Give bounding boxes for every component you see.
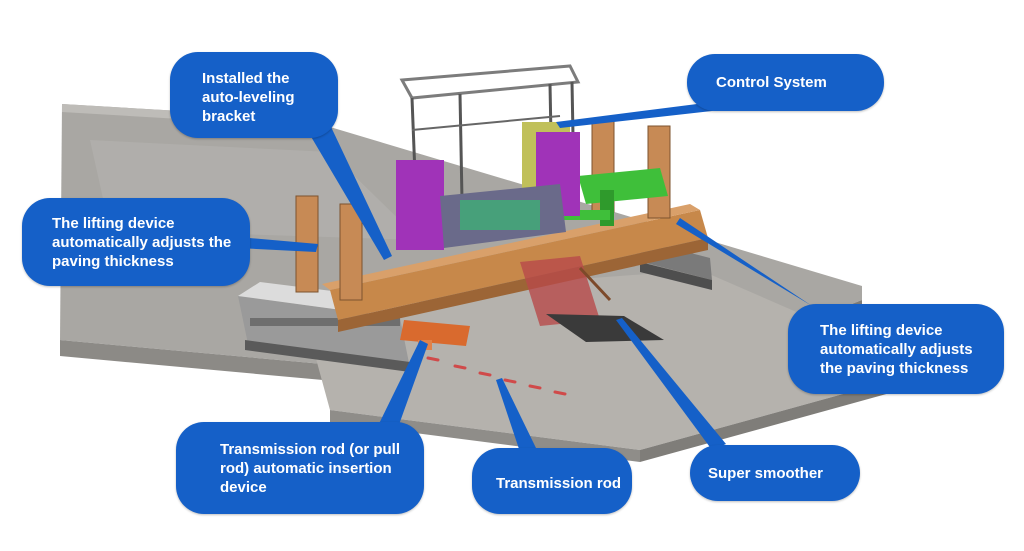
callout-lifting-device-left: The lifting device automatically adjusts… <box>22 198 250 286</box>
callout-auto-leveling-bracket-text: Installed the auto-leveling bracket <box>202 69 295 125</box>
callout-control-system: Control System <box>687 54 884 111</box>
callout-transmission-rod: Transmission rod <box>472 448 632 514</box>
callout-control-system-text: Control System <box>716 74 827 91</box>
callout-lifting-device-right: The lifting device automatically adjusts… <box>788 304 1004 394</box>
callout-transmission-rod-text: Transmission rod <box>496 474 622 492</box>
callout-lifting-device-right-text: The lifting device automatically adjusts… <box>820 321 973 377</box>
callout-super-smoother: Super smoother <box>690 445 860 501</box>
green-frame <box>560 168 668 226</box>
operator-cab <box>396 64 581 250</box>
callout-lifting-device-left-text: The lifting device automatically adjusts… <box>52 214 232 270</box>
callout-insertion-device: Transmission rod (or pull rod) automatic… <box>176 422 424 514</box>
transmission-rods <box>426 356 567 396</box>
callout-super-smoother-text: Super smoother <box>708 464 824 482</box>
callout-insertion-device-text: Transmission rod (or pull rod) automatic… <box>220 440 401 496</box>
callout-auto-leveling-bracket: Installed the auto-leveling bracket <box>170 52 338 138</box>
